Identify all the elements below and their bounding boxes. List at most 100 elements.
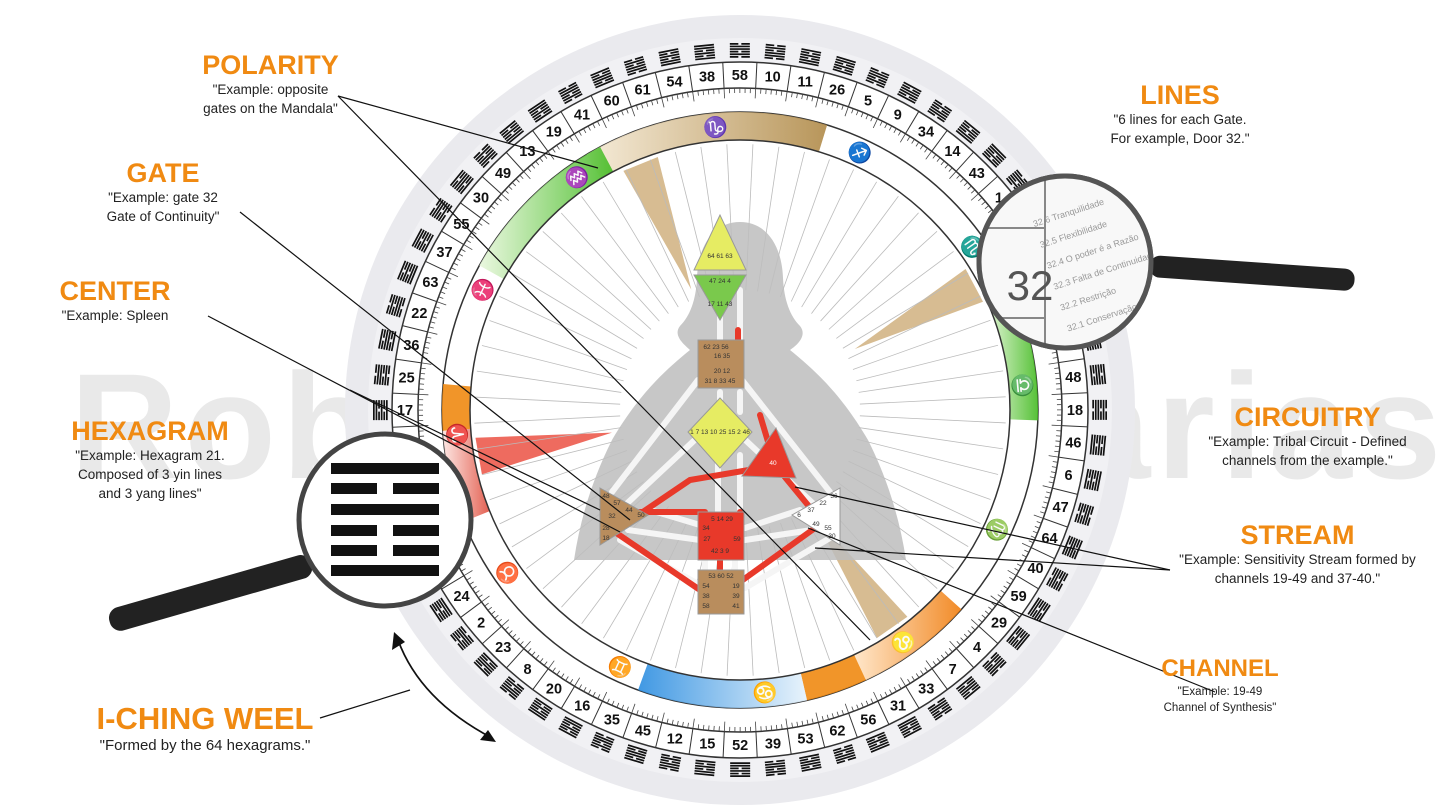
root-center [697, 569, 745, 615]
wheel-arrow-head-bottom [480, 730, 496, 742]
gate-number: 58 [732, 68, 748, 84]
hexagram-glyph [1006, 625, 1031, 651]
gate-number: 53 [797, 732, 813, 748]
hexagram-glyph [558, 716, 583, 739]
root-gates-6: 58 [702, 603, 710, 610]
gate-number: 56 [860, 712, 876, 728]
hexagram-glyph [1092, 399, 1108, 420]
gate-number: 52 [732, 738, 748, 754]
label-center: CENTER "Example: Spleen [40, 276, 190, 325]
spleen-gates-3: 44 [625, 507, 633, 514]
hexagram-magnifier [108, 431, 474, 631]
label-gate: GATE "Example: gate 32 Gate of Continuit… [78, 158, 248, 226]
gate-number: 4 [973, 640, 981, 656]
gate-number: 9 [894, 107, 902, 123]
center-title: CENTER [59, 276, 171, 306]
gate-number: 10 [765, 70, 781, 86]
stream-desc: "Example: Sensitivity Stream formed by c… [1179, 552, 1416, 586]
hexagram-glyph [694, 759, 716, 777]
hexagram-glyph [865, 731, 890, 753]
throat-gates-4: 31 8 33 45 [705, 378, 736, 385]
spleen-gates-5: 32 [608, 513, 616, 520]
gate-number: 47 [1053, 500, 1069, 516]
magnifier-handle-right [1149, 255, 1355, 291]
gate-number: 46 [1065, 436, 1081, 452]
hexagram-glyph [730, 762, 751, 778]
spleen-gates-7: 18 [602, 535, 610, 542]
hexagram-glyph [693, 43, 716, 61]
hexagram-glyph [981, 143, 1007, 168]
solar-plexus-center [791, 487, 841, 546]
hexagram-glyph [1027, 597, 1051, 623]
gate-number: 37 [436, 245, 452, 261]
hexagram-glyph [527, 697, 553, 721]
label-circuitry: CIRCUITRY "Example: Tribal Circuit - Def… [1180, 402, 1435, 470]
gate-number: 34 [918, 124, 934, 140]
heart-gate: 40 [769, 460, 777, 467]
circuitry-title: CIRCUITRY [1234, 402, 1381, 432]
gate-number: 14 [944, 144, 960, 160]
hexagram-glyph [590, 731, 615, 753]
lines-title: LINES [1140, 80, 1220, 110]
hexagram-glyph [1089, 434, 1107, 456]
hexagram-glyph [429, 597, 453, 623]
sacral-gates-5: 42 3 9 [711, 548, 729, 555]
gate-number: 20 [546, 682, 562, 698]
gate-desc: "Example: gate 32 Gate of Continuity" [106, 190, 220, 224]
hexagram-glyph [499, 120, 525, 145]
gate-number: 31 [890, 698, 906, 714]
hexagram-glyph [1074, 502, 1095, 526]
zodiac-sign: ♎ [1010, 372, 1036, 399]
gate-number: 23 [495, 640, 511, 656]
hexagram-21 [331, 463, 439, 576]
sacral-center [697, 511, 745, 561]
gate-number: 64 [1041, 531, 1057, 547]
hexagram-glyph [865, 67, 890, 89]
gate-number: 45 [635, 724, 651, 740]
gate-number: 1 [995, 190, 1003, 206]
lines-desc: "6 lines for each Gate. For example, Doo… [1110, 112, 1250, 146]
gate-number: 35 [604, 713, 620, 729]
hexagram-glyph [658, 753, 682, 772]
polarity-desc: "Example: opposite gates on the Mandala" [203, 82, 338, 116]
throat-center [697, 339, 745, 389]
root-gates-4: 38 [702, 593, 710, 600]
throat-gates-1: 62 23 56 [703, 344, 729, 351]
spleen-gates-2: 57 [613, 500, 621, 507]
hexagram-glyph [764, 759, 787, 777]
label-lines: LINES "6 lines for each Gate. For exampl… [1095, 80, 1265, 148]
sacral-gates-3: 27 [703, 536, 711, 543]
circuitry-desc: "Example: Tribal Circuit - Defined chann… [1208, 434, 1407, 468]
label-iching: I-CHING WEEL "Formed by the 64 hexagrams… [60, 702, 350, 755]
hexagram-glyph [927, 99, 953, 123]
solar-gates-3: 37 [807, 507, 815, 514]
gate-number: 17 [397, 403, 413, 419]
root-gates-3: 19 [732, 583, 740, 590]
zodiac-sign: ♋ [751, 680, 778, 706]
solar-gates-7: 30 [828, 533, 836, 540]
hexagram-glyph [955, 675, 981, 700]
hexagram-glyph [590, 67, 615, 89]
gate-number: 18 [1067, 403, 1083, 419]
gate-number: 29 [991, 615, 1007, 631]
sacral-gates-2: 34 [702, 525, 710, 532]
hexagram-glyph [473, 652, 499, 677]
hexagram-glyph [527, 99, 553, 123]
gate-number: 40 [1027, 561, 1043, 577]
stream-title: STREAM [1240, 520, 1355, 550]
root-gates-5: 39 [732, 593, 740, 600]
ajna-gates: 47 24 4 [709, 278, 731, 285]
gate-number: 13 [519, 144, 535, 160]
gate-number: 24 [453, 589, 469, 605]
root-gates-7: 41 [732, 603, 740, 610]
hexagram-glyph [385, 294, 406, 318]
hexagram-title: HEXAGRAM [71, 416, 229, 446]
gate-number: 26 [829, 82, 845, 98]
pointer-lines [207, 95, 1216, 719]
zodiac-sign: ♑ [702, 114, 729, 140]
ajna-low-gates: 17 11 43 [708, 301, 733, 308]
gate-number: 6 [1065, 468, 1073, 484]
head-center [693, 213, 747, 271]
hexagram-glyph [411, 228, 434, 253]
